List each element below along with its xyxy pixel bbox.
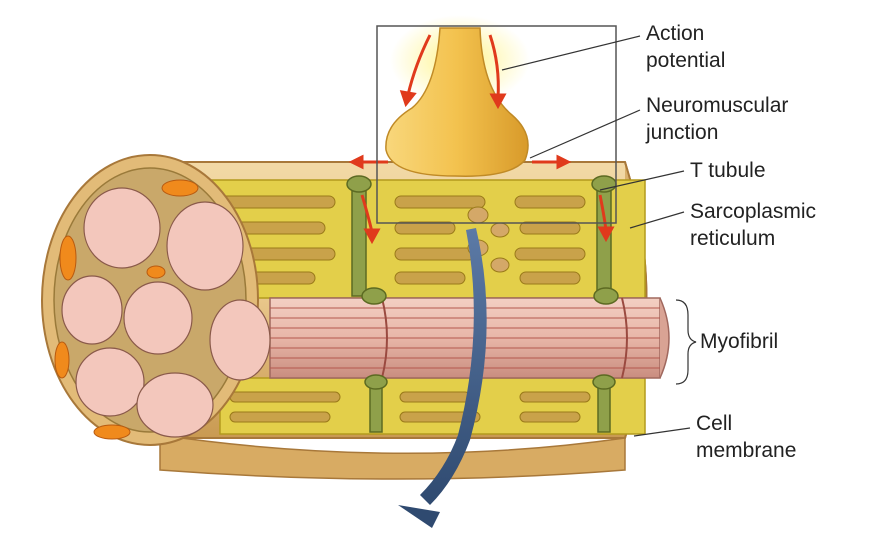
myofibril <box>269 297 670 379</box>
signal-flow-arrow <box>398 228 487 528</box>
label-neuromuscular-junction: Neuromuscular junction <box>646 92 788 146</box>
label-myofibril: Myofibril <box>700 330 779 353</box>
junction-inset-box <box>376 25 617 224</box>
sarcoplasmic-reticulum-lower <box>219 377 646 435</box>
label-sarcoplasmic-reticulum-line1: Sarcoplasmic <box>690 200 817 223</box>
label-cell-membrane-line2: membrane <box>696 439 797 462</box>
label-action-potential-line2: potential <box>646 49 726 72</box>
label-action-potential: Action potential <box>646 20 725 74</box>
label-sarcoplasmic-reticulum-line2: reticulum <box>690 227 776 250</box>
label-cell-membrane: Cell membrane <box>696 410 796 464</box>
label-neuromuscular-junction-line2: junction <box>646 121 719 144</box>
t-tubules <box>346 175 619 433</box>
label-t-tubule: T tubule <box>690 159 766 182</box>
label-cell-membrane-line1: Cell <box>696 412 733 435</box>
action-potential-arrows <box>348 34 615 245</box>
label-action-potential-line1: Action <box>646 22 705 45</box>
sarcoplasmic-reticulum-upper <box>204 179 646 299</box>
label-sarcoplasmic-reticulum: Sarcoplasmic reticulum <box>690 198 816 252</box>
fiber-cross-section <box>41 154 271 446</box>
label-neuromuscular-junction-line1: Neuromuscular <box>646 94 789 117</box>
leader-lines <box>501 35 697 437</box>
nerve-terminal <box>385 15 530 177</box>
